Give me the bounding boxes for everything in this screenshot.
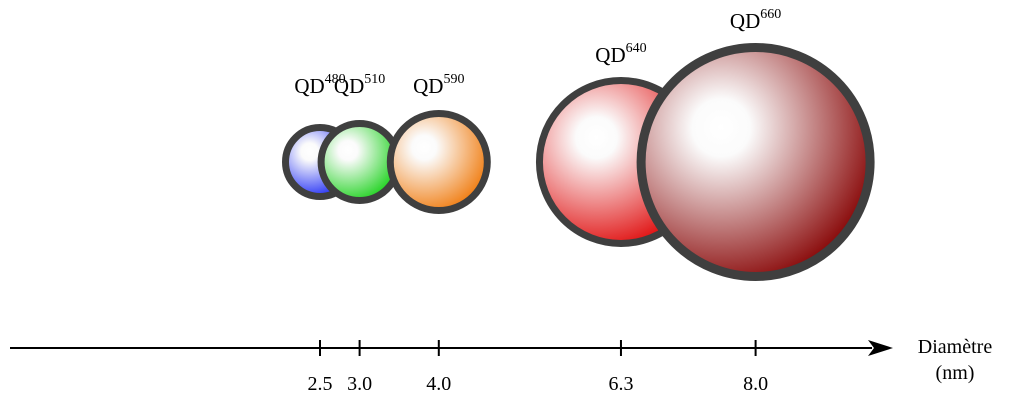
tick-label: 8.0 — [743, 373, 769, 395]
dot-label-base: QD — [333, 74, 365, 98]
dot-label-exponent: 480 — [324, 72, 346, 87]
dot-label-exponent: 640 — [625, 41, 647, 56]
quantum-dot-510 — [317, 120, 402, 204]
quantum-dot-660 — [636, 43, 875, 281]
dot-label-640: QD640 — [595, 41, 647, 68]
dot-label-base: QD — [595, 43, 626, 67]
tick-label: 2.5 — [307, 373, 333, 395]
dot-label-base: QD — [294, 74, 325, 98]
dot-label-exponent: 590 — [443, 72, 465, 87]
diameter-axis — [10, 340, 893, 356]
axis-title-line2: (nm) — [935, 362, 975, 384]
tick-group — [319, 340, 757, 356]
dot-label-510: QD510 — [333, 72, 386, 99]
dot-label-base: QD — [729, 9, 761, 33]
dot-label-480: QD480 — [294, 72, 346, 99]
dot-label-590: QD590 — [413, 72, 465, 99]
sphere-group — [282, 43, 875, 281]
axis-arrowhead — [868, 340, 893, 356]
tick-label: 3.0 — [347, 373, 373, 395]
axis-title-line1: Diamètre — [917, 336, 993, 358]
quantum-dot-590 — [386, 110, 491, 214]
dot-label-exponent: 510 — [364, 72, 386, 87]
dot-label-base: QD — [413, 74, 444, 98]
tick-label: 6.3 — [608, 373, 634, 395]
dot-label-660: QD660 — [729, 7, 782, 34]
dot-label-exponent: 660 — [760, 7, 782, 22]
tick-label: 4.0 — [426, 373, 452, 395]
axis-title: Diamètre (nm) — [905, 334, 1005, 386]
